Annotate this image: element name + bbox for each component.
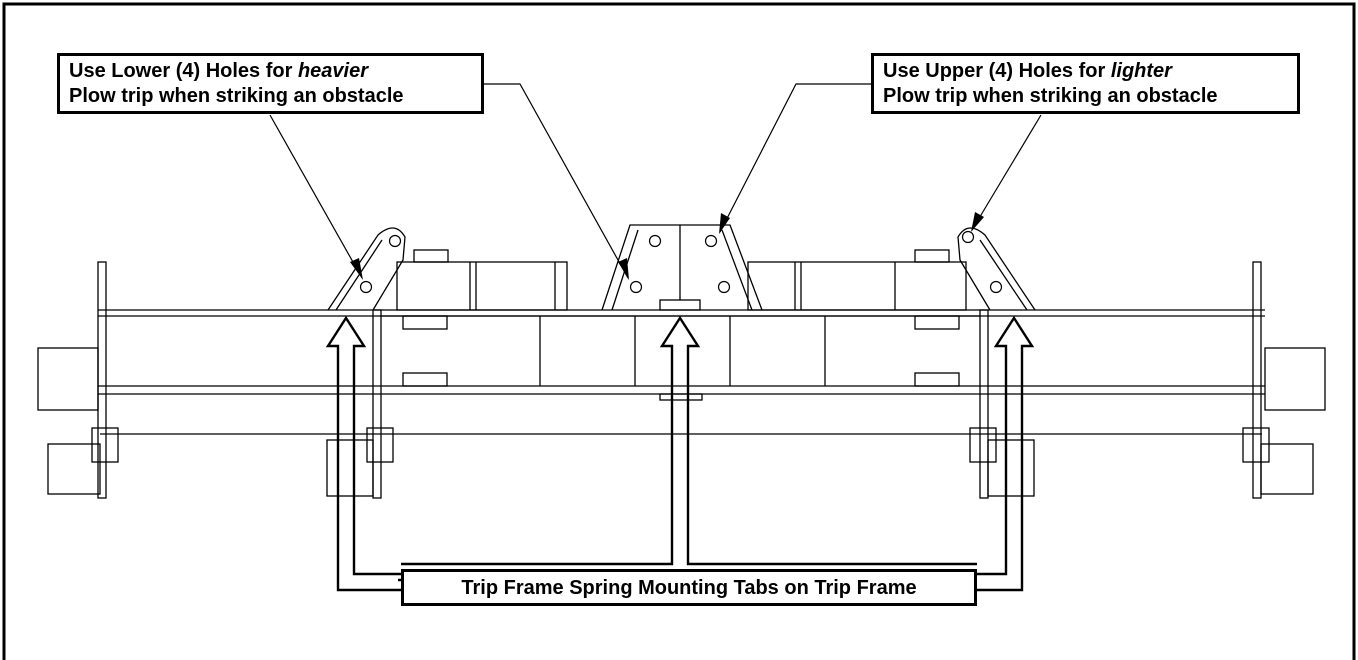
- callout-lower-holes: Use Lower (4) Holes for heavier Plow tri…: [57, 53, 484, 114]
- callout-upper-line2: Plow trip when striking an obstacle: [883, 85, 1218, 107]
- spring-tab-center-base: [659, 299, 701, 311]
- hole-left-upper: [388, 234, 402, 248]
- tab-arrow-left: [325, 315, 401, 592]
- callout-upper-emphasis: lighter: [1110, 60, 1172, 82]
- end-plate-right: [1252, 261, 1262, 499]
- arrowhead-lower-center: [618, 258, 629, 280]
- leader-upper-right: [971, 114, 1042, 231]
- leader-upper-center: [719, 83, 871, 233]
- tab-arrows: [325, 315, 1035, 592]
- leader-arrowheads: [350, 212, 984, 280]
- upper-tube-left: [396, 261, 568, 311]
- spring-tab-left-inner: [335, 239, 383, 311]
- callout-upper-holes: Use Upper (4) Holes for lighter Plow tri…: [871, 53, 1300, 114]
- spring-tab-right-inner: [979, 239, 1028, 311]
- callout-tabs-text: Trip Frame Spring Mounting Tabs on Trip …: [461, 577, 917, 599]
- spring-tab-left: [327, 227, 406, 311]
- callout-lower-emphasis: heavier: [297, 60, 368, 82]
- hole-center-left-lower: [629, 280, 643, 294]
- hole-left-lower: [359, 280, 373, 294]
- upper-tube-right: [747, 261, 967, 311]
- end-bracket-left: [91, 427, 119, 463]
- callout-lower-prefix: Use Lower (4) Holes for: [69, 60, 298, 82]
- hole-center-left-upper: [648, 234, 662, 248]
- callout-lower-line1: Use Lower (4) Holes for heavier: [69, 59, 471, 84]
- leader-lower-left: [269, 114, 363, 279]
- mounting-holes: [359, 230, 1003, 294]
- slot-right-lower: [914, 372, 960, 387]
- arrowhead-lower-left: [350, 258, 363, 280]
- slot-right-upper: [914, 315, 960, 330]
- arrowhead-upper-center: [719, 213, 730, 234]
- callout-upper-prefix: Use Upper (4) Holes for: [883, 60, 1111, 82]
- center-lower-tab: [659, 393, 703, 401]
- end-mount-right-lower: [1260, 443, 1314, 495]
- frame-post-left: [372, 309, 382, 499]
- tube-collar-left: [413, 249, 449, 263]
- tab-arrow-center: [398, 315, 977, 582]
- hole-right-lower: [989, 280, 1003, 294]
- frame-post-right: [979, 309, 989, 499]
- leader-lower-center: [484, 83, 629, 279]
- end-bracket-right: [1242, 427, 1270, 463]
- tube-collar-right: [914, 249, 950, 263]
- hole-center-right-lower: [717, 280, 731, 294]
- arrowhead-upper-right: [971, 212, 984, 232]
- slot-left-upper: [402, 315, 448, 330]
- post-bracket-right: [969, 427, 997, 463]
- callout-mounting-tabs: Trip Frame Spring Mounting Tabs on Trip …: [401, 569, 977, 606]
- end-mount-left-lower: [47, 443, 101, 495]
- hole-right-upper: [961, 230, 975, 244]
- spring-tab-center-inner-right: [721, 229, 753, 311]
- slot-left-lower: [402, 372, 448, 387]
- post-foot-right: [987, 439, 1035, 497]
- spring-tab-right: [957, 227, 1036, 311]
- callout-upper-line1: Use Upper (4) Holes for lighter: [883, 59, 1287, 84]
- callout-lower-line2: Plow trip when striking an obstacle: [69, 85, 404, 107]
- post-foot-left: [326, 439, 374, 497]
- hole-center-right-upper: [704, 234, 718, 248]
- tab-arrow-right: [977, 315, 1035, 592]
- end-mount-right-upper: [1264, 347, 1326, 411]
- end-mount-left-upper: [37, 347, 99, 411]
- leader-lines: [269, 83, 1042, 279]
- post-bracket-left: [366, 427, 394, 463]
- frame-structure: [37, 224, 1326, 499]
